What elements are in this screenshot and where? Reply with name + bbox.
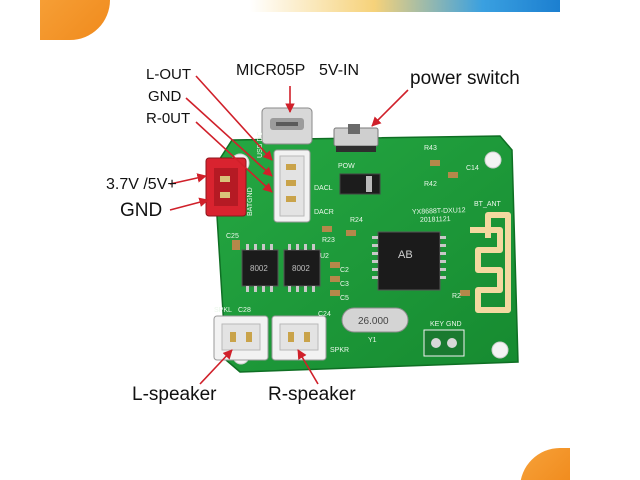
svg-text:C3: C3 (340, 281, 349, 288)
arrow-power-switch (371, 89, 409, 127)
svg-text:POW: POW (338, 163, 355, 170)
svg-text:DACL: DACL (314, 185, 333, 192)
arrow-r-out (195, 121, 273, 193)
right-speaker-connector (271, 315, 327, 361)
micro-usb-port (261, 107, 313, 145)
svg-text:20181121: 20181121 (420, 216, 451, 224)
gradient-banner-strip (250, 0, 560, 12)
line-out-connector (273, 149, 311, 223)
svg-text:DACR: DACR (314, 209, 334, 216)
label-5v-in: 5V-IN (319, 62, 360, 79)
diode-band (366, 176, 372, 192)
svg-text:26.000: 26.000 (358, 316, 389, 327)
amplifier-chip-left: 8002 (241, 244, 279, 292)
label-battery-input: 3.7V /5V+ (106, 176, 177, 193)
svg-text:USB DC: USB DC (257, 132, 264, 158)
bluetooth-chip: AB (372, 231, 446, 291)
arrow-gnd-left (169, 197, 209, 211)
arrow-l-speaker (199, 349, 233, 385)
svg-text:C25: C25 (226, 233, 239, 240)
svg-text:R2: R2 (452, 293, 461, 300)
svg-text:YX8688T-DXU12: YX8688T-DXU12 (412, 207, 466, 216)
svg-text:SPKL: SPKL (214, 307, 232, 314)
arrow-r-speaker (297, 349, 319, 385)
smd-components (232, 160, 470, 296)
svg-text:C24: C24 (318, 311, 331, 318)
crystal-oscillator: 26.000 (341, 307, 409, 333)
smd-diode (339, 173, 381, 195)
label-micro-usb: MICR05P (236, 62, 306, 79)
arrow-gnd-top (185, 97, 273, 177)
label-r-out: R-0UT (146, 110, 191, 127)
left-speaker-connector (213, 315, 269, 361)
svg-text:8002: 8002 (292, 264, 310, 273)
silkscreen-text: YX8688T-DXU12 20181121 BT_ANT POW KEY GN… (214, 132, 502, 354)
label-l-out: L-OUT (146, 66, 191, 83)
key-pads (423, 329, 465, 357)
label-gnd-left: GND (120, 200, 163, 221)
svg-text:C28: C28 (238, 307, 251, 314)
bt-chip-mark: AB (398, 249, 413, 261)
svg-text:R23: R23 (322, 237, 335, 244)
svg-text:U2: U2 (320, 253, 329, 260)
svg-text:C2: C2 (340, 267, 349, 274)
arrow-battery (169, 173, 207, 185)
label-r-speaker: R-speaker (268, 384, 356, 405)
label-gnd-top: GND (148, 88, 182, 105)
svg-text:BT_ANT: BT_ANT (474, 201, 502, 208)
label-power-switch: power switch (410, 68, 520, 89)
arrow-l-out (195, 75, 273, 161)
svg-text:R24: R24 (350, 217, 363, 224)
amplifier-chip-right: 8002 (283, 244, 321, 292)
svg-text:R43: R43 (424, 145, 437, 152)
svg-text:8002: 8002 (250, 264, 268, 273)
callout-arrows (169, 75, 409, 385)
svg-text:Y1: Y1 (368, 337, 377, 344)
svg-text:C5: C5 (340, 295, 349, 302)
power-switch-component (333, 124, 379, 152)
svg-text:C14: C14 (466, 165, 479, 172)
svg-text:KEY: KEY (430, 321, 444, 328)
battery-input-connector (205, 157, 247, 217)
svg-text:SPKR: SPKR (330, 347, 349, 354)
bt-antenna-trace (470, 212, 511, 313)
svg-text:BATGND: BATGND (247, 187, 254, 216)
svg-text:GND: GND (446, 321, 462, 328)
label-l-speaker: L-speaker (132, 384, 217, 405)
svg-text:R42: R42 (424, 181, 437, 188)
